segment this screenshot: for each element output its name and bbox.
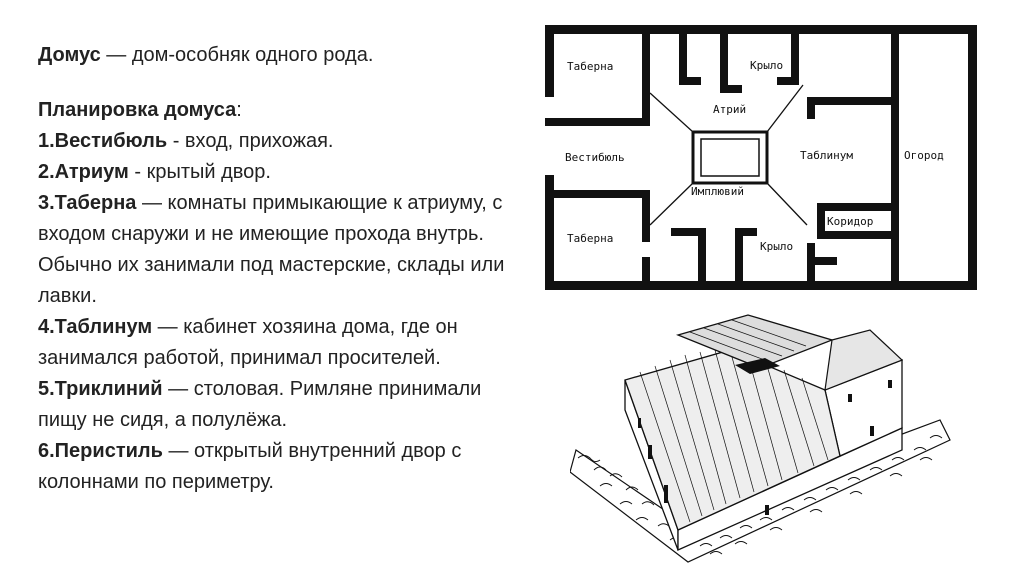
list-item-term: 1.Вестибюль <box>38 130 168 152</box>
atrium-diagonals <box>649 84 808 226</box>
list-item-definition: - крытый двор. <box>128 161 271 183</box>
house-illustration <box>570 314 951 563</box>
list-item-definition: — столовая. Римляне принимали пищу не си… <box>38 378 482 431</box>
intro-term: Домус <box>38 44 101 66</box>
plan-heading-suffix: : <box>236 99 242 121</box>
label-impluvium: Имплювий <box>691 185 744 198</box>
list-item-peristyle: 6.Перистиль — открытый внутренний двор с… <box>38 436 508 498</box>
list-item-term: 6.Перистиль <box>38 440 163 462</box>
windows <box>638 380 892 515</box>
list-item-definition: - вход, прихожая. <box>167 130 334 152</box>
list-item-definition: — комнаты примыкающие к атриуму, с входо… <box>38 192 505 307</box>
list-item-vestibul: 1.Вестибюль - вход, прихожая. <box>38 126 508 157</box>
label-vestibul: Вестибюль <box>565 151 625 164</box>
intro-definition: — дом-особняк одного рода. <box>100 44 374 66</box>
label-atrium: Атрий <box>713 103 746 116</box>
list-item-definition: — открытый внутренний двор с колоннами п… <box>38 440 462 493</box>
plan-heading-text: Планировка домуса <box>38 99 237 121</box>
text-content: Домус — дом-особняк одного рода. Планиро… <box>38 40 508 498</box>
label-tablinum: Таблинум <box>800 149 853 162</box>
plan-heading: Планировка домуса: <box>38 95 508 126</box>
impluvium-pool <box>691 130 769 185</box>
list-item-term: 2.Атриум <box>38 161 129 183</box>
list-item-atrium: 2.Атриум - крытый двор. <box>38 157 508 188</box>
floor-plan-diagram: Таберна Крыло Атрий Вестибюль Имплювий Т… <box>545 25 977 290</box>
label-koridor: Коридор <box>827 215 873 228</box>
label-ogorod: Огород <box>904 149 944 162</box>
list-item-tablinum: 4.Таблинум — кабинет хозяина дома, где о… <box>38 312 508 374</box>
intro-line: Домус — дом-особняк одного рода. <box>38 40 508 71</box>
list-item-definition: — кабинет хозяина дома, где он занимался… <box>38 316 458 369</box>
label-taberna-top: Таберна <box>567 60 613 73</box>
list-item-term: 4.Таблинум <box>38 316 153 338</box>
label-krylo-top: Крыло <box>750 59 783 72</box>
compluvium-opening <box>735 358 780 374</box>
list-item-triclinium: 5.Триклиний — столовая. Римляне принимал… <box>38 374 508 436</box>
list-item-term: 5.Триклиний <box>38 378 163 400</box>
list-item-taberna: 3.Таберна — комнаты примыкающие к атриум… <box>38 188 508 312</box>
tiled-roof <box>624 314 904 531</box>
label-krylo-bottom: Крыло <box>760 240 793 253</box>
plan-walls <box>545 25 977 290</box>
label-taberna-bottom: Таберна <box>567 232 613 245</box>
list-item-term: 3.Таберна <box>38 192 137 214</box>
house-walls <box>624 359 903 552</box>
